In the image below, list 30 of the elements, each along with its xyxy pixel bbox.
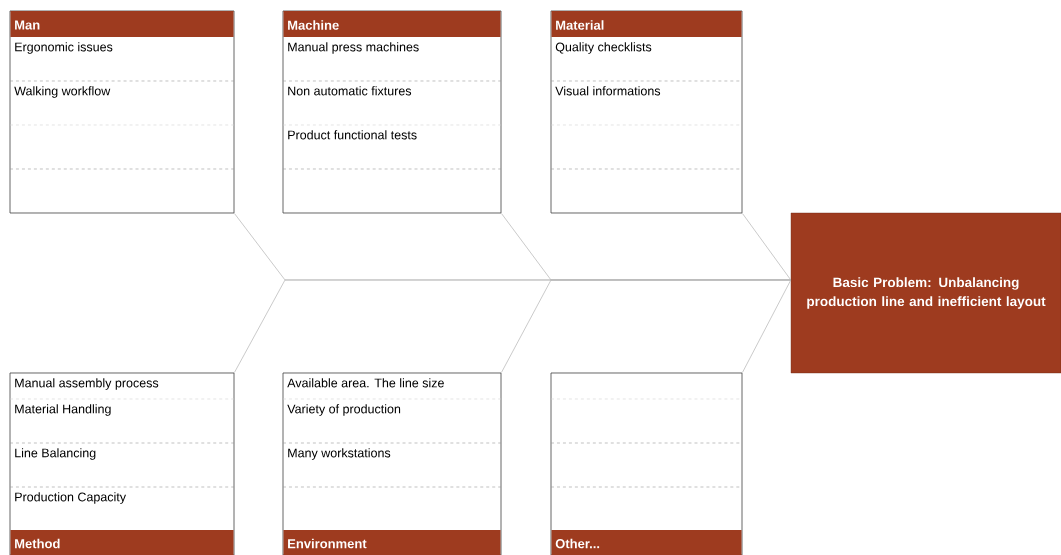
- header-cell: Material: [551, 11, 742, 37]
- cause-item: Product functional tests: [288, 130, 417, 140]
- category-table: [282, 372, 502, 555]
- cause-item: Production Capacity: [15, 492, 126, 504]
- header-cell: Machine: [283, 11, 501, 37]
- cause-item: Manual press machines: [288, 42, 419, 54]
- fishbone-line: [501, 279, 792, 373]
- category-table: [550, 372, 743, 555]
- cause-item: Variety of production: [287, 404, 401, 416]
- fishbone-line: [742, 213, 792, 281]
- header-cell: Environment: [283, 530, 501, 555]
- cause-item: Many workstations: [288, 448, 391, 460]
- cause-item: Line Balancing: [15, 448, 96, 460]
- cause-item: Non automatic fixtures: [288, 86, 412, 96]
- cause-item: Manual assembly process: [15, 378, 159, 390]
- header-cell: Other...: [551, 530, 742, 555]
- cause-item: Visual informations: [555, 86, 661, 96]
- cause-item: Walking workflow: [14, 86, 111, 98]
- fishbone-line: [742, 279, 792, 373]
- category-table: [9, 372, 235, 555]
- header-cell: Method: [10, 530, 234, 555]
- category-table: [550, 10, 743, 214]
- header-cell: Man: [10, 11, 234, 37]
- cause-item: Quality checklists: [555, 42, 652, 54]
- cause-item: Available area. The line size: [287, 378, 444, 388]
- problem-box: Basic Problem: Unbalancing production line and inefficient layout: [790, 212, 1061, 374]
- cause-item: Ergonomic issues: [15, 42, 113, 54]
- cause-item: Material Handling: [15, 404, 111, 416]
- category-table: [282, 10, 502, 214]
- category-table: [9, 10, 235, 214]
